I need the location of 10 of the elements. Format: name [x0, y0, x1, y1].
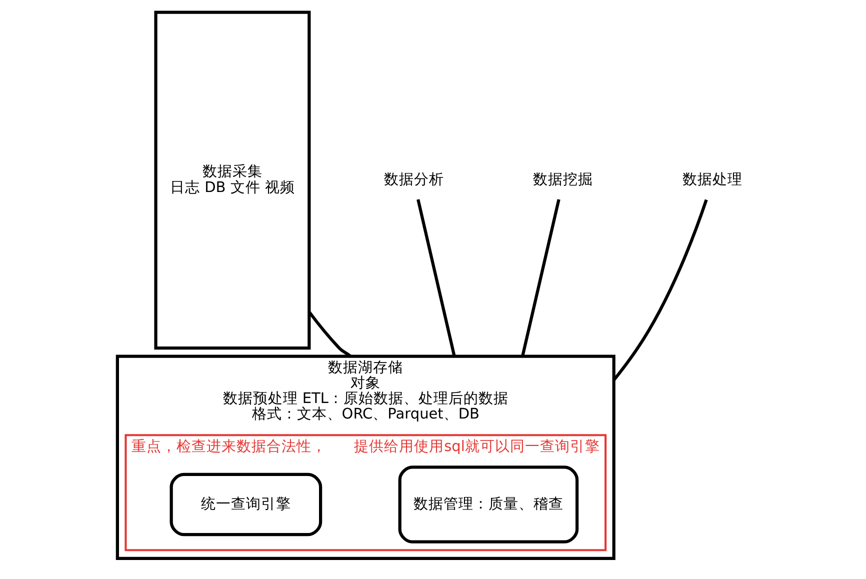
node-text: 数据挖掘	[533, 172, 594, 188]
node-box: 数据采集 日志 DB 文件 视频	[154, 10, 311, 350]
node-box: 统一查询引擎	[170, 472, 322, 536]
connector	[416, 199, 456, 357]
connector	[308, 310, 352, 358]
node-box: 数据管理：质量、稽查	[398, 466, 579, 544]
node-text: 数据分析	[384, 172, 444, 188]
node-text: 数据处理	[682, 172, 742, 188]
connector	[521, 199, 560, 357]
connector	[612, 199, 708, 382]
